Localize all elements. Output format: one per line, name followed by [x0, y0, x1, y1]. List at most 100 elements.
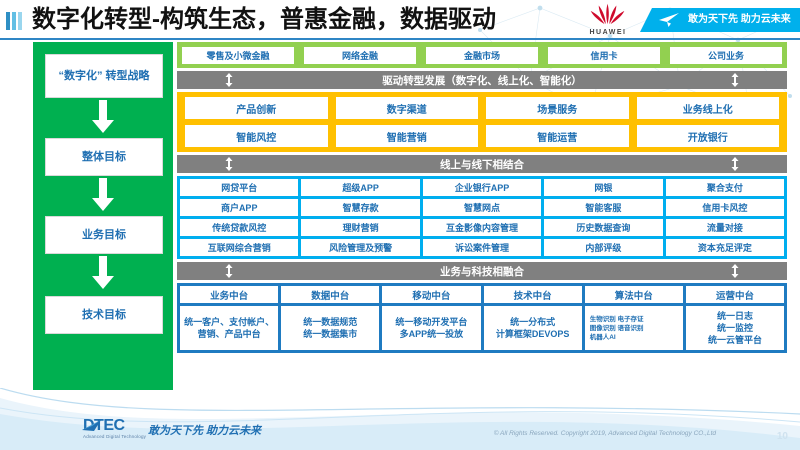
- platform-column-data: 数据中台 统一数据规范 统一数据集市: [281, 286, 380, 350]
- down-arrow-icon: [92, 256, 114, 289]
- dtec-triangle-icon: [82, 420, 101, 431]
- platform-body-4: 生物识别 电子存证 图像识别 语音识别 机器人AI: [584, 306, 683, 350]
- business-line-4[interactable]: 公司业务: [670, 46, 782, 64]
- application-0-1[interactable]: 超级APP: [301, 179, 420, 196]
- paper-plane-icon: [659, 13, 679, 27]
- application-3-3[interactable]: 内部评级: [544, 239, 663, 256]
- application-row-0: 网贷平台 超级APP 企业银行APP 网银 聚合支付: [180, 179, 785, 196]
- footer-slogan: 敢为天下先 助力云未来: [148, 425, 262, 437]
- ribbon-text: 敢为天下先 助力云未来: [688, 14, 791, 25]
- slide-body: “数字化” 转型战略 整体目标 业务目标 技术目标 零售及小微金融 网络金融 金…: [0, 40, 800, 400]
- application-1-1[interactable]: 智慧存款: [301, 199, 420, 216]
- application-2-1[interactable]: 理财营销: [301, 219, 420, 236]
- divider-drive-transformation: 驱动转型发展（数字化、线上化、智能化）: [177, 71, 787, 89]
- page-number: 10: [776, 431, 788, 442]
- platform-column-business: 业务中台 统一客户、支付帐户、营销、产品中台: [180, 286, 279, 350]
- application-1-3[interactable]: 智能客服: [544, 199, 663, 216]
- divider-business-tech-label: 业务与科技相融合: [440, 265, 524, 278]
- campaign-ribbon: 敢为天下先 助力云未来: [640, 8, 800, 32]
- page-title: 数字化转型-构筑生态，普惠金融，数据驱动: [32, 6, 496, 33]
- slide-header: 数字化转型-构筑生态，普惠金融，数据驱动 HUAWEI 敢为天下先 助力云未来: [0, 0, 800, 40]
- double-arrow-icon: [731, 157, 739, 171]
- platform-body-3: 统一分布式 计算框架DEVOPS: [483, 306, 582, 350]
- double-arrow-icon: [225, 157, 233, 171]
- application-row-2: 传统贷款风控 理财营销 互金影像内容管理 历史数据查询 流量对接: [180, 219, 785, 236]
- application-0-0[interactable]: 网贷平台: [180, 179, 299, 196]
- copyright-text: © All Rights Reserved. Copyright 2019, A…: [493, 430, 716, 437]
- application-systems-panel: 网贷平台 超级APP 企业银行APP 网银 聚合支付 商户APP 智慧存款 智慧…: [177, 176, 787, 259]
- capability-row-1: 智能风控 智能营销 智能运营 开放银行: [185, 125, 779, 147]
- business-line-2[interactable]: 金融市场: [426, 46, 538, 64]
- capability-0-1[interactable]: 数字渠道: [335, 97, 478, 119]
- platform-column-operations: 运营中台 统一日志 统一监控 统一云管平台: [685, 286, 785, 350]
- capability-0-3[interactable]: 业务线上化: [636, 97, 779, 119]
- platform-body-2: 统一移动开发平台 多APP统一投放: [382, 306, 481, 350]
- application-3-2[interactable]: 诉讼案件管理: [422, 239, 542, 256]
- capability-row-0: 产品创新 数字渠道 场景服务 业务线上化: [185, 97, 779, 119]
- slide-footer: DTEC Advanced Digital Technology 敢为天下先 助…: [0, 400, 800, 450]
- strategy-step-1[interactable]: 整体目标: [45, 138, 163, 176]
- divider-drive-label: 驱动转型发展（数字化、线上化、智能化）: [382, 74, 582, 87]
- huawei-logo: HUAWEI: [580, 2, 636, 38]
- application-3-1[interactable]: 风险管理及预警: [301, 239, 420, 256]
- application-1-4[interactable]: 信用卡风控: [665, 199, 785, 216]
- title-accent-bars-icon: [6, 12, 28, 30]
- capability-1-0[interactable]: 智能风控: [185, 125, 328, 147]
- platform-head-3[interactable]: 技术中台: [483, 286, 582, 303]
- dtec-logo: DTEC Advanced Digital Technology: [82, 418, 168, 440]
- application-3-0[interactable]: 互联网综合营销: [180, 239, 299, 256]
- application-1-0[interactable]: 商户APP: [180, 199, 299, 216]
- down-arrow-icon: [92, 100, 114, 133]
- platform-head-5[interactable]: 运营中台: [685, 286, 785, 303]
- capability-1-3[interactable]: 开放银行: [636, 125, 779, 147]
- capability-0-0[interactable]: 产品创新: [185, 97, 328, 119]
- down-arrow-icon: [92, 178, 114, 211]
- double-arrow-icon: [731, 264, 739, 278]
- application-row-3: 互联网综合营销 风险管理及预警 诉讼案件管理 内部评级 资本充足评定: [180, 239, 785, 256]
- middle-platform-panel: 业务中台 统一客户、支付帐户、营销、产品中台 数据中台 统一数据规范 统一数据集…: [177, 283, 787, 353]
- application-0-2[interactable]: 企业银行APP: [422, 179, 542, 196]
- application-2-4[interactable]: 流量对接: [665, 219, 785, 236]
- application-2-3[interactable]: 历史数据查询: [544, 219, 663, 236]
- application-row-1: 商户APP 智慧存款 智慧网点 智能客服 信用卡风控: [180, 199, 785, 216]
- platform-head-1[interactable]: 数据中台: [281, 286, 380, 303]
- double-arrow-icon: [225, 264, 233, 278]
- transformation-capabilities-panel: 产品创新 数字渠道 场景服务 业务线上化 智能风控 智能营销 智能运营 开放银行: [177, 92, 787, 152]
- platform-head-0[interactable]: 业务中台: [180, 286, 279, 303]
- capability-1-1[interactable]: 智能营销: [335, 125, 478, 147]
- platform-body-5: 统一日志 统一监控 统一云管平台: [685, 306, 785, 350]
- strategy-step-2[interactable]: 业务目标: [45, 216, 163, 254]
- platform-column-mobile: 移动中台 统一移动开发平台 多APP统一投放: [382, 286, 481, 350]
- application-3-4[interactable]: 资本充足评定: [665, 239, 785, 256]
- application-0-3[interactable]: 网银: [544, 179, 663, 196]
- header-divider: [0, 38, 800, 40]
- business-lines-bar: 零售及小微金融 网络金融 金融市场 信用卡 公司业务: [177, 42, 787, 68]
- platform-head-2[interactable]: 移动中台: [382, 286, 481, 303]
- divider-online-offline: 线上与线下相结合: [177, 155, 787, 173]
- divider-business-tech: 业务与科技相融合: [177, 262, 787, 280]
- capability-1-2[interactable]: 智能运营: [486, 125, 629, 147]
- business-line-1[interactable]: 网络金融: [304, 46, 416, 64]
- strategy-sidebar: “数字化” 转型战略 整体目标 业务目标 技术目标: [33, 42, 173, 390]
- business-line-3[interactable]: 信用卡: [548, 46, 660, 64]
- platform-head-4[interactable]: 算法中台: [584, 286, 683, 303]
- platform-body-0: 统一客户、支付帐户、营销、产品中台: [180, 306, 279, 350]
- double-arrow-icon: [731, 73, 739, 87]
- double-arrow-icon: [225, 73, 233, 87]
- platform-body-1: 统一数据规范 统一数据集市: [281, 306, 380, 350]
- strategy-step-3[interactable]: 技术目标: [45, 296, 163, 334]
- application-2-0[interactable]: 传统贷款风控: [180, 219, 299, 236]
- business-line-0[interactable]: 零售及小微金融: [182, 46, 294, 64]
- capability-0-2[interactable]: 场景服务: [486, 97, 629, 119]
- huawei-wordmark: HUAWEI: [589, 29, 627, 36]
- platform-column-algorithm: 算法中台 生物识别 电子存证 图像识别 语音识别 机器人AI: [584, 286, 683, 350]
- platform-column-technology: 技术中台 统一分布式 计算框架DEVOPS: [483, 286, 582, 350]
- application-0-4[interactable]: 聚合支付: [665, 179, 785, 196]
- application-1-2[interactable]: 智慧网点: [422, 199, 542, 216]
- framework-content: 零售及小微金融 网络金融 金融市场 信用卡 公司业务 驱动转型发展（数字化、线上…: [177, 42, 787, 353]
- application-2-2[interactable]: 互金影像内容管理: [422, 219, 542, 236]
- huawei-flower-icon: [591, 3, 625, 25]
- divider-online-offline-label: 线上与线下相结合: [440, 158, 524, 171]
- strategy-step-0[interactable]: “数字化” 转型战略: [45, 54, 163, 98]
- dtec-tagline: Advanced Digital Technology: [83, 434, 147, 439]
